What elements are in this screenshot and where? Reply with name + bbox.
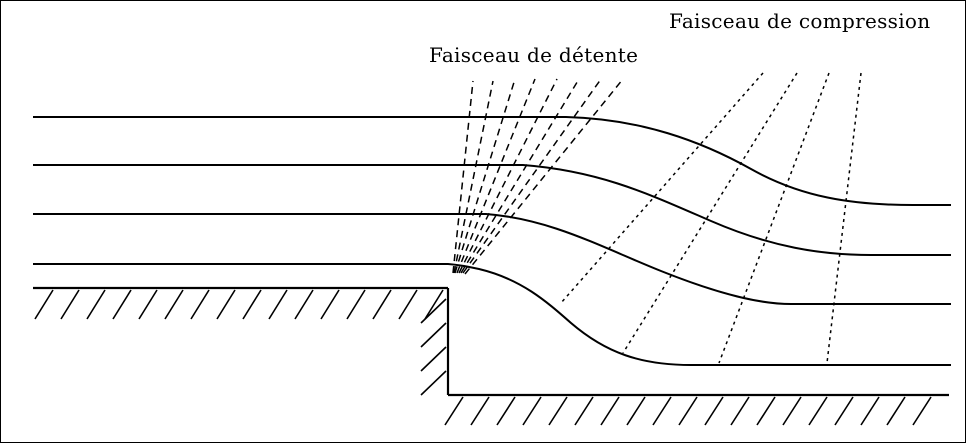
expansion-ray — [464, 78, 624, 275]
step-face-hatching — [420, 298, 447, 396]
expansion-ray — [453, 80, 494, 274]
streamlines — [33, 116, 951, 366]
streamline-4 — [33, 263, 951, 366]
downstream-wall-hatching — [444, 396, 932, 426]
compression-fan — [560, 72, 862, 364]
upstream-wall-hatching — [34, 289, 444, 320]
expansion-fan — [452, 78, 624, 275]
streamline-1 — [33, 116, 951, 206]
step-face — [420, 288, 450, 396]
compression-ray — [718, 72, 830, 364]
downstream-wall — [444, 393, 949, 426]
expansion-fan-label: Faisceau de détente — [429, 43, 639, 67]
compression-ray — [826, 72, 862, 364]
expansion-ray — [460, 78, 580, 274]
streamline-2 — [33, 164, 951, 256]
expansion-ray — [458, 78, 558, 274]
upstream-wall — [33, 286, 448, 320]
streamline-3 — [33, 213, 951, 305]
compression-fan-label: Faisceau de compression — [669, 9, 931, 33]
expansion-ray — [456, 78, 536, 274]
compression-ray — [560, 72, 764, 304]
compression-ray — [622, 72, 798, 354]
expansion-ray — [454, 78, 516, 274]
expansion-ray — [462, 78, 602, 274]
expansion-ray — [452, 80, 474, 274]
